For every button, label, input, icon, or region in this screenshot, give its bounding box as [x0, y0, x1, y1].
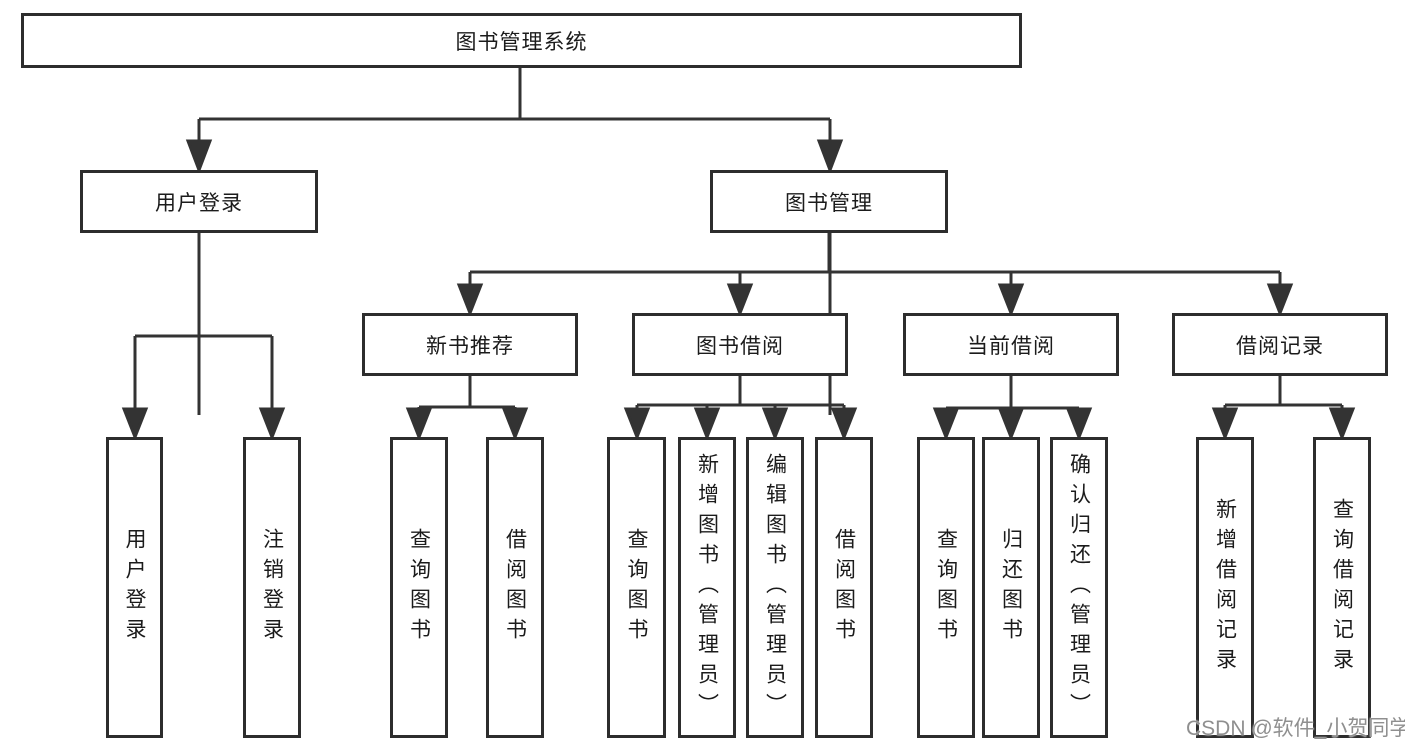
node-borrow-record: 借阅记录 [1172, 313, 1388, 376]
branch-new-book-rec [405, 376, 529, 442]
node-bb-query-book: 查询图书 [607, 437, 666, 738]
node-cb-confirm-return: 确认归还（管理员） [1050, 437, 1108, 738]
node-nbr-query-book: 查询图书 [390, 437, 448, 738]
node-br-add-record: 新增借阅记录 [1196, 437, 1254, 738]
branch-book-borrow [623, 376, 858, 442]
branch-book-mgmt [456, 233, 1294, 318]
node-br-query-record: 查询借阅记录 [1313, 437, 1371, 738]
node-book-borrow: 图书借阅 [632, 313, 848, 376]
node-new-book-rec: 新书推荐 [362, 313, 578, 376]
node-cb-return-book: 归还图书 [982, 437, 1040, 738]
node-nbr-borrow-book: 借阅图书 [486, 437, 544, 738]
node-book-mgmt: 图书管理 [710, 170, 948, 233]
node-bb-edit-book: 编辑图书（管理员） [746, 437, 804, 738]
node-root: 图书管理系统 [21, 13, 1022, 68]
node-user-login: 用户登录 [80, 170, 318, 233]
node-leaf-user-login: 用户登录 [106, 437, 163, 738]
node-current-borrow: 当前借阅 [903, 313, 1119, 376]
branch-current-borrow [932, 376, 1093, 442]
node-cb-query-book: 查询图书 [917, 437, 975, 738]
node-leaf-logout: 注销登录 [243, 437, 301, 738]
branch-user-login [121, 233, 286, 442]
branch-root [185, 68, 844, 415]
node-bb-add-book: 新增图书（管理员） [678, 437, 736, 738]
csdn-watermark: CSDN @软件_小贺同学 [1186, 717, 1405, 740]
node-bb-borrow-book: 借阅图书 [815, 437, 873, 738]
branch-borrow-record [1211, 376, 1356, 442]
